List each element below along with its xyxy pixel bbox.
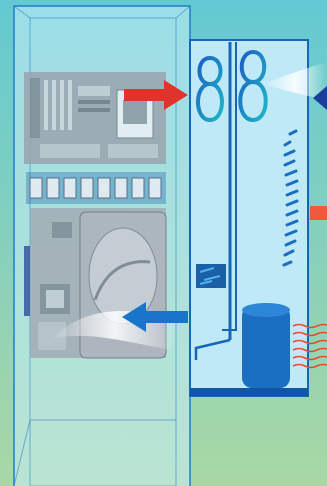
ambient-intake-arrow-icon	[313, 86, 327, 110]
heat-wave-icon	[292, 323, 327, 369]
condenser-fan-icon	[238, 49, 268, 123]
cold-air-return-arrow-icon	[122, 302, 188, 332]
hot-air-intake-arrow-icon	[124, 80, 188, 110]
evaporator-fan-icon	[196, 55, 224, 123]
drive-bays	[26, 172, 166, 204]
filter-drier	[196, 264, 226, 288]
ambient-air-flow	[262, 62, 327, 100]
exhaust-arrow-icon	[310, 206, 327, 220]
compressor-icon	[242, 303, 290, 388]
motherboard	[24, 72, 166, 164]
condenser-coil	[282, 129, 299, 267]
